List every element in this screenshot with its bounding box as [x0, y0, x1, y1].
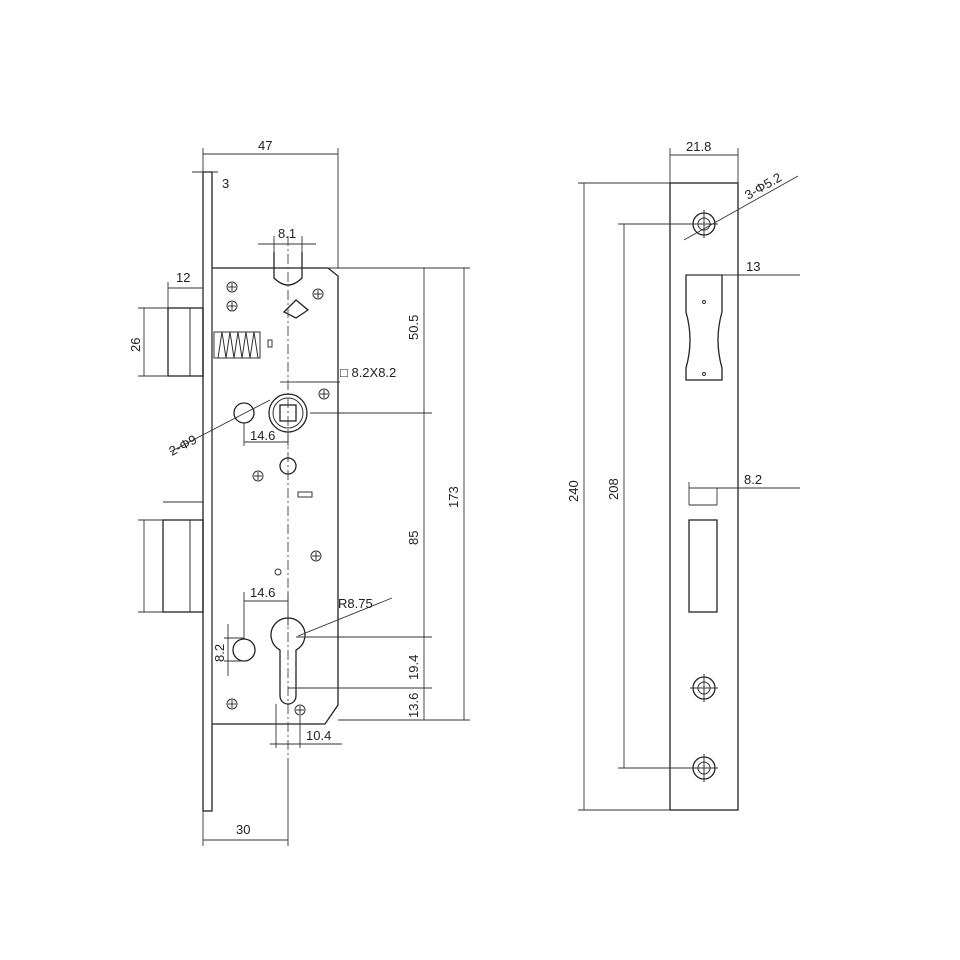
dim-latch-slot: 13: [746, 259, 760, 274]
fixing-hole-left: [233, 402, 255, 424]
pawl: [282, 299, 310, 319]
dim-bolt-slot: 8.2: [744, 472, 762, 487]
dim-cylinder-bottom: 13.6: [406, 693, 421, 718]
dim-square-spindle: □ 8.2X8.2: [340, 365, 396, 380]
dead-bolt: [162, 519, 204, 613]
dim-latch-projection: 12: [176, 270, 190, 285]
dim-hole-spacing-lower: 14.6: [250, 585, 275, 600]
dim-overall-height: 173: [446, 486, 461, 508]
lock-case: [212, 267, 339, 725]
dim-cylinder-height: 19.4: [406, 655, 421, 680]
spring: [213, 331, 261, 359]
screw-hole-mid: [690, 674, 718, 702]
latch-slot-side: [685, 274, 723, 381]
small-hole: [232, 638, 256, 662]
dim-fixing-holes: 2-Φ9: [166, 432, 199, 459]
front-view: 47 3 8.1 12 26 50.5 □ 8.2X8.2 2-Φ9: [128, 138, 470, 846]
dim-hole-spacing-upper: 14.6: [250, 428, 275, 443]
dim-faceplate-length: 240: [566, 480, 581, 502]
dim-faceplate-thickness: 3: [222, 176, 229, 191]
dim-latch-width: 8.1: [278, 226, 296, 241]
dim-screw-spacing: 208: [606, 478, 621, 500]
fixing-hole-center: [279, 457, 297, 475]
side-view: 21.8 3-Φ5.2 13 8.2 240 208: [566, 139, 800, 811]
bolt-slot-side: [688, 519, 718, 613]
dim-faceplate-width: 21.8: [686, 139, 711, 154]
faceplate-side: [669, 182, 739, 811]
dim-latch-height: 26: [128, 338, 143, 352]
dim-centre-distance: 85: [406, 531, 421, 545]
dim-screw-holes: 3-Φ5.2: [742, 170, 784, 203]
dim-spindle-offset: 50.5: [406, 315, 421, 340]
dim-small-hole: 8.2: [212, 644, 227, 662]
dim-cylinder-radius: R8.75: [338, 596, 373, 611]
latch-bolt: [167, 307, 204, 377]
screws: [226, 281, 330, 716]
faceplate: [202, 171, 213, 812]
dim-backset: 30: [236, 822, 250, 837]
dim-cylinder-width: 10.4: [306, 728, 331, 743]
dim-overall-width: 47: [258, 138, 272, 153]
